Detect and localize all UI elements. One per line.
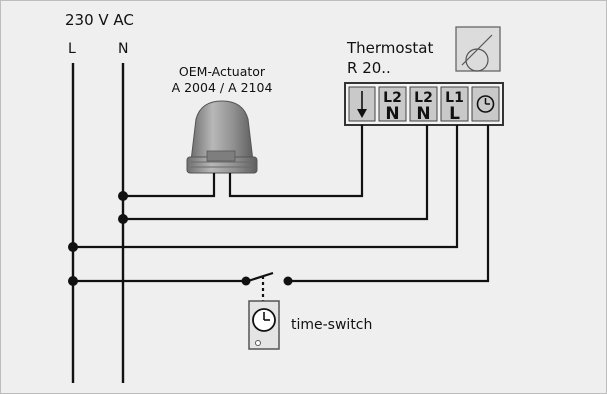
time-switch-clock-icon xyxy=(252,308,276,332)
time-switch-label: time-switch xyxy=(291,317,372,333)
neutral-to-l2n-wire xyxy=(123,125,429,221)
phase-to-l1-wire xyxy=(73,125,459,249)
terminal-1-top-label: L2 xyxy=(383,90,402,106)
thermostat-model-label: R 20.. xyxy=(347,59,391,77)
clock-icon xyxy=(476,95,495,113)
junction-dot xyxy=(68,242,78,252)
terminal-1-bottom-label: N xyxy=(385,104,399,124)
supply-voltage-label: 230 V AC xyxy=(65,11,134,29)
actuator-neutral-wire xyxy=(123,173,216,198)
switch-contact-dot xyxy=(241,276,251,286)
terminal-2-bottom-label: N xyxy=(416,104,430,124)
actuator-switched-wire xyxy=(228,125,364,198)
junction-dots xyxy=(68,191,293,286)
time-switch-device xyxy=(248,300,280,350)
thermostat-device-icon xyxy=(455,26,501,72)
thermostat-title-label: Thermostat xyxy=(346,39,433,57)
actuator-model-label: A 2004 / A 2104 xyxy=(172,80,273,95)
terminal-down-arrow xyxy=(348,86,376,122)
terminal-3-top-label: L1 xyxy=(445,90,464,106)
switch-to-clock-wire xyxy=(288,125,490,283)
terminal-l1-l: L1 L xyxy=(440,86,469,124)
actuator-name-label: OEM-Actuator xyxy=(179,64,266,79)
neutral-label: N xyxy=(118,41,128,57)
phase-label: L xyxy=(68,41,76,57)
junction-dot xyxy=(118,191,128,201)
junction-dot xyxy=(118,214,128,224)
terminal-2-top-label: L2 xyxy=(414,90,433,106)
terminal-l2-n-2: L2 N xyxy=(409,86,438,124)
junction-dot xyxy=(68,276,78,286)
switch-contact-dot xyxy=(283,276,293,286)
actuator-icon xyxy=(186,100,258,174)
terminal-3-bottom-label: L xyxy=(449,104,460,124)
terminal-l2-n-1: L2 N xyxy=(378,86,407,124)
wires xyxy=(73,125,490,301)
switch-blade xyxy=(247,271,274,283)
terminal-clock xyxy=(471,86,500,122)
